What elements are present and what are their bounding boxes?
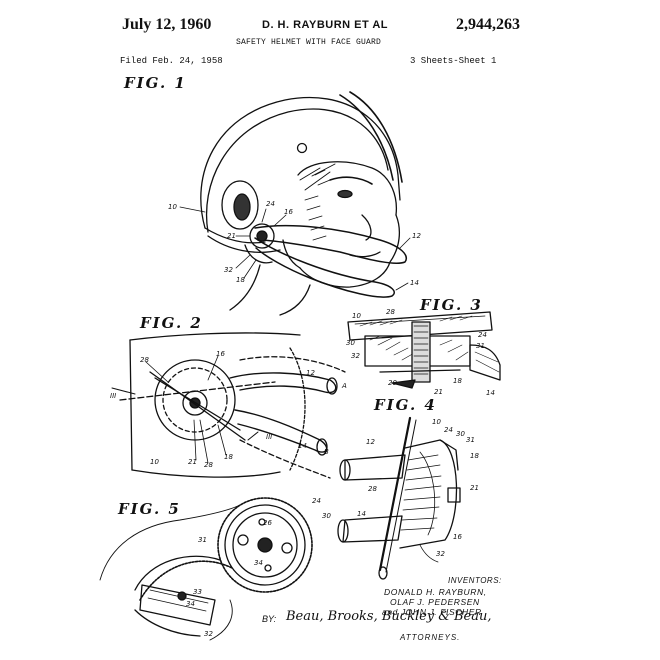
- ref-numeral: 31: [466, 436, 475, 444]
- ref-numeral: 10: [150, 458, 159, 466]
- ref-numeral: 12: [366, 438, 375, 446]
- ref-numeral: 32: [436, 550, 445, 558]
- ref-numeral: III: [266, 433, 273, 441]
- ref-numeral: 14: [410, 279, 419, 287]
- by-label: BY:: [262, 614, 277, 624]
- ref-numeral: 34: [254, 559, 263, 567]
- ref-numeral: 14: [486, 389, 495, 397]
- ref-numeral: 32: [224, 266, 233, 274]
- ref-numeral: 12: [412, 232, 421, 240]
- attorneys-label: ATTORNEYS.: [400, 633, 461, 642]
- fig2-mount-drawing: [111, 332, 346, 479]
- ref-numeral: 21: [188, 458, 197, 466]
- ref-numeral: A: [342, 382, 347, 390]
- patent-title: SAFETY HELMET WITH FACE GUARD: [236, 38, 382, 47]
- ref-numeral: 24: [478, 331, 487, 339]
- fig4-guard-drawing: [337, 416, 461, 580]
- ref-numeral: 34: [186, 600, 195, 608]
- ref-numeral: III: [110, 392, 117, 400]
- ref-numeral: 18: [236, 276, 245, 284]
- ref-numeral: 20: [388, 379, 397, 387]
- ref-numeral: 21: [470, 484, 479, 492]
- ref-numeral: 31: [476, 342, 485, 350]
- ref-numeral: 14: [298, 442, 307, 450]
- ref-numeral: 26: [263, 519, 272, 527]
- inventor-name: DONALD H. RAYBURN,: [384, 587, 487, 597]
- ref-numeral: 21: [227, 232, 236, 240]
- ref-numeral: 16: [284, 208, 293, 216]
- fig1-helmet-drawing: [179, 91, 411, 316]
- ref-numeral: 16: [453, 533, 462, 541]
- inventor-name: and JOHN J. FISCHER: [382, 607, 482, 617]
- ref-numeral: 18: [470, 452, 479, 460]
- fig5-gear-drawing: [99, 497, 313, 641]
- ref-numeral: 10: [432, 418, 441, 426]
- ref-numeral: 32: [204, 630, 213, 638]
- filed-date: Filed Feb. 24, 1958: [120, 56, 223, 66]
- ref-numeral: B: [324, 448, 329, 456]
- inventor-header: D. H. RAYBURN ET AL: [262, 19, 389, 31]
- inventors-heading: INVENTORS:: [448, 576, 502, 585]
- ref-numeral: 24: [312, 497, 321, 505]
- ref-numeral: 18: [453, 377, 462, 385]
- ref-numeral: 10: [352, 312, 361, 320]
- fig3-label: FIG. 3: [420, 296, 483, 314]
- fig5-label: FIG. 5: [118, 500, 181, 518]
- ref-numeral: 28: [368, 485, 377, 493]
- fig3-section-drawing: [347, 311, 501, 389]
- ref-numeral: 21: [434, 388, 443, 396]
- ref-numeral: 30: [456, 430, 465, 438]
- ref-numeral: 28: [140, 356, 149, 364]
- ref-numeral: 30: [346, 339, 355, 347]
- ref-numeral: 18: [224, 453, 233, 461]
- ref-numeral: 32: [351, 352, 360, 360]
- ref-numeral: 16: [216, 350, 225, 358]
- ref-numeral: 24: [444, 426, 453, 434]
- fig2-label: FIG. 2: [140, 314, 203, 332]
- patent-number: 2,944,263: [456, 16, 520, 33]
- ref-numeral: 31: [198, 536, 207, 544]
- ref-numeral: 30: [322, 512, 331, 520]
- ref-numeral: 12: [306, 369, 315, 377]
- patent-date: July 12, 1960: [122, 16, 212, 33]
- ref-numeral: 24: [266, 200, 275, 208]
- sheet-count: 3 Sheets-Sheet 1: [410, 56, 497, 66]
- ref-numeral: 33: [193, 588, 202, 596]
- fig4-label: FIG. 4: [374, 396, 437, 414]
- fig1-label: FIG. 1: [124, 74, 187, 92]
- ref-numeral: 14: [357, 510, 366, 518]
- attorney-signature: Beau, Brooks, Buckley & Beau,: [286, 609, 492, 624]
- inventor-name: OLAF J. PEDERSEN: [390, 597, 480, 607]
- ref-numeral: 28: [204, 461, 213, 469]
- ref-numeral: 28: [386, 308, 395, 316]
- ref-numeral: 10: [168, 203, 177, 211]
